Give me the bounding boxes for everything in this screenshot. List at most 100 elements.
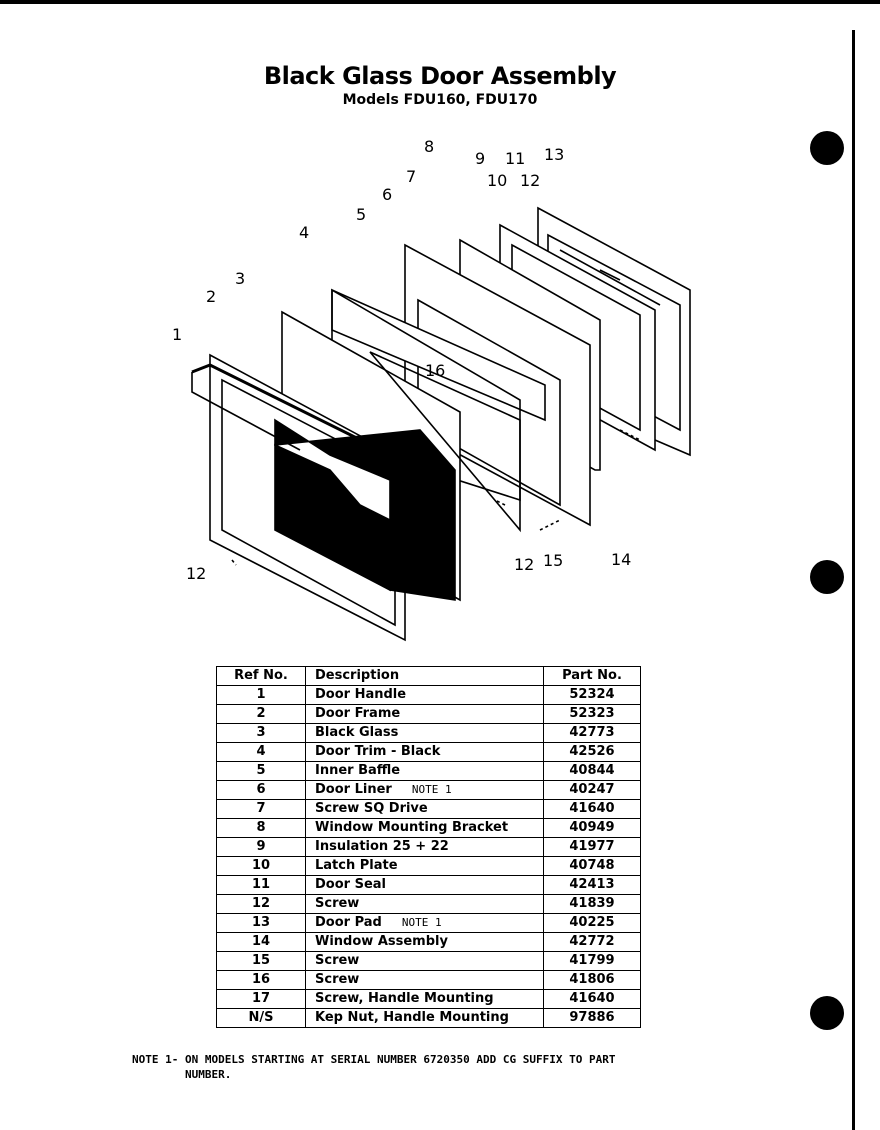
description-text: Latch Plate <box>315 858 398 873</box>
description-cell: Latch Plate <box>305 856 544 876</box>
description-cell: Screw <box>305 894 544 914</box>
part-number-cell: 41806 <box>543 970 641 990</box>
part-number-cell: 41977 <box>543 837 641 857</box>
column-header-description: Description <box>305 666 544 686</box>
callout-4: 4 <box>299 223 309 242</box>
ref-cell: 5 <box>216 761 306 781</box>
table-row: 10 Latch Plate 40748 <box>216 856 641 876</box>
part-number-cell: 41640 <box>543 989 641 1009</box>
description-text: Screw <box>315 972 360 987</box>
table-row: 4 Door Trim - Black 42526 <box>216 742 641 762</box>
scan-edge-top <box>0 0 880 4</box>
note-reference: NOTE 1 <box>411 783 452 796</box>
description-text: Screw SQ Drive <box>315 801 428 816</box>
callout-10: 10 <box>487 171 507 190</box>
description-text: Kep Nut, Handle Mounting <box>315 1010 509 1025</box>
callout-15: 15 <box>543 551 563 570</box>
description-cell: Screw <box>305 951 544 971</box>
binder-hole <box>810 996 844 1030</box>
description-text: Window Mounting Bracket <box>315 820 509 835</box>
ref-cell: 7 <box>216 799 306 819</box>
table-row: 7 Screw SQ Drive 41640 <box>216 799 641 819</box>
ref-cell: 9 <box>216 837 306 857</box>
ref-cell: 10 <box>216 856 306 876</box>
description-cell: Insulation 25 + 22 <box>305 837 544 857</box>
description-text: Window Assembly <box>315 934 448 949</box>
part-number-cell: 52324 <box>543 685 641 705</box>
ref-cell: 4 <box>216 742 306 762</box>
part-number-cell: 40844 <box>543 761 641 781</box>
part-number-cell: 42526 <box>543 742 641 762</box>
page-title: Black Glass Door Assembly <box>263 62 617 90</box>
description-text: Door Frame <box>315 706 401 721</box>
callout-9: 9 <box>475 149 485 168</box>
description-cell: Screw <box>305 970 544 990</box>
ref-cell: 16 <box>216 970 306 990</box>
description-cell: Screw SQ Drive <box>305 799 544 819</box>
ref-cell: 8 <box>216 818 306 838</box>
scan-edge-right <box>852 30 855 1130</box>
ref-cell: 3 <box>216 723 306 743</box>
callout-12-left: 12 <box>186 564 206 583</box>
callout-2: 2 <box>206 287 216 306</box>
description-cell: Kep Nut, Handle Mounting <box>305 1008 544 1028</box>
description-text: Door Handle <box>315 687 407 702</box>
ref-cell: 6 <box>216 780 306 800</box>
part-number-cell: 40748 <box>543 856 641 876</box>
ref-cell: 14 <box>216 932 306 952</box>
table-row: 16 Screw 41806 <box>216 970 641 990</box>
ref-cell: 1 <box>216 685 306 705</box>
description-cell: Door Trim - Black <box>305 742 544 762</box>
callout-8: 8 <box>424 137 434 156</box>
ref-cell: 11 <box>216 875 306 895</box>
description-text: Insulation 25 + 22 <box>315 839 449 854</box>
page-subtitle: Models FDU160, FDU170 <box>342 92 538 108</box>
table-row: 5 Inner Baffle 40844 <box>216 761 641 781</box>
table-row: 17 Screw, Handle Mounting 41640 <box>216 989 641 1009</box>
description-text: Inner Baffle <box>315 763 401 778</box>
callout-16: 16 <box>425 361 445 380</box>
table-row: N/S Kep Nut, Handle Mounting 97886 <box>216 1008 641 1028</box>
description-cell: Inner Baffle <box>305 761 544 781</box>
callout-13: 13 <box>544 145 564 164</box>
part-number-cell: 40225 <box>543 913 641 933</box>
description-cell: Door Seal <box>305 875 544 895</box>
description-text: Door Pad <box>315 915 382 930</box>
callout-12-top: 12 <box>520 171 540 190</box>
description-text: Screw, Handle Mounting <box>315 991 494 1006</box>
footnote: NOTE 1- ON MODELS STARTING AT SERIAL NUM… <box>132 1053 616 1081</box>
description-cell: Window Assembly <box>305 932 544 952</box>
door-handle-part <box>191 363 406 464</box>
callout-3: 3 <box>235 269 245 288</box>
table-header-row: Ref No. Description Part No. <box>216 666 641 686</box>
ref-cell: N/S <box>216 1008 306 1028</box>
description-text: Black Glass <box>315 725 399 740</box>
callout-12-bottom: 12 <box>514 555 534 574</box>
part-number-cell: 52323 <box>543 704 641 724</box>
description-text: Door Trim - Black <box>315 744 441 759</box>
parts-table: Ref No. Description Part No. 1 Door Handl… <box>216 666 641 1028</box>
part-number-cell: 97886 <box>543 1008 641 1028</box>
description-text: Screw <box>315 953 360 968</box>
column-header-ref: Ref No. <box>216 666 306 686</box>
description-cell: Screw, Handle Mounting <box>305 989 544 1009</box>
callout-7: 7 <box>406 167 416 186</box>
column-header-part: Part No. <box>543 666 641 686</box>
door-frame-part <box>209 353 456 642</box>
callout-14: 14 <box>611 550 631 569</box>
description-cell: Door Frame <box>305 704 544 724</box>
ref-cell: 17 <box>216 989 306 1009</box>
table-row: 1 Door Handle 52324 <box>216 685 641 705</box>
part-number-cell: 41640 <box>543 799 641 819</box>
exploded-door-diagram: 1 2 3 4 5 6 7 8 9 10 11 12 13 16 12 15 1… <box>172 137 691 642</box>
description-text: Door Liner <box>315 782 392 797</box>
binder-hole <box>810 560 844 594</box>
